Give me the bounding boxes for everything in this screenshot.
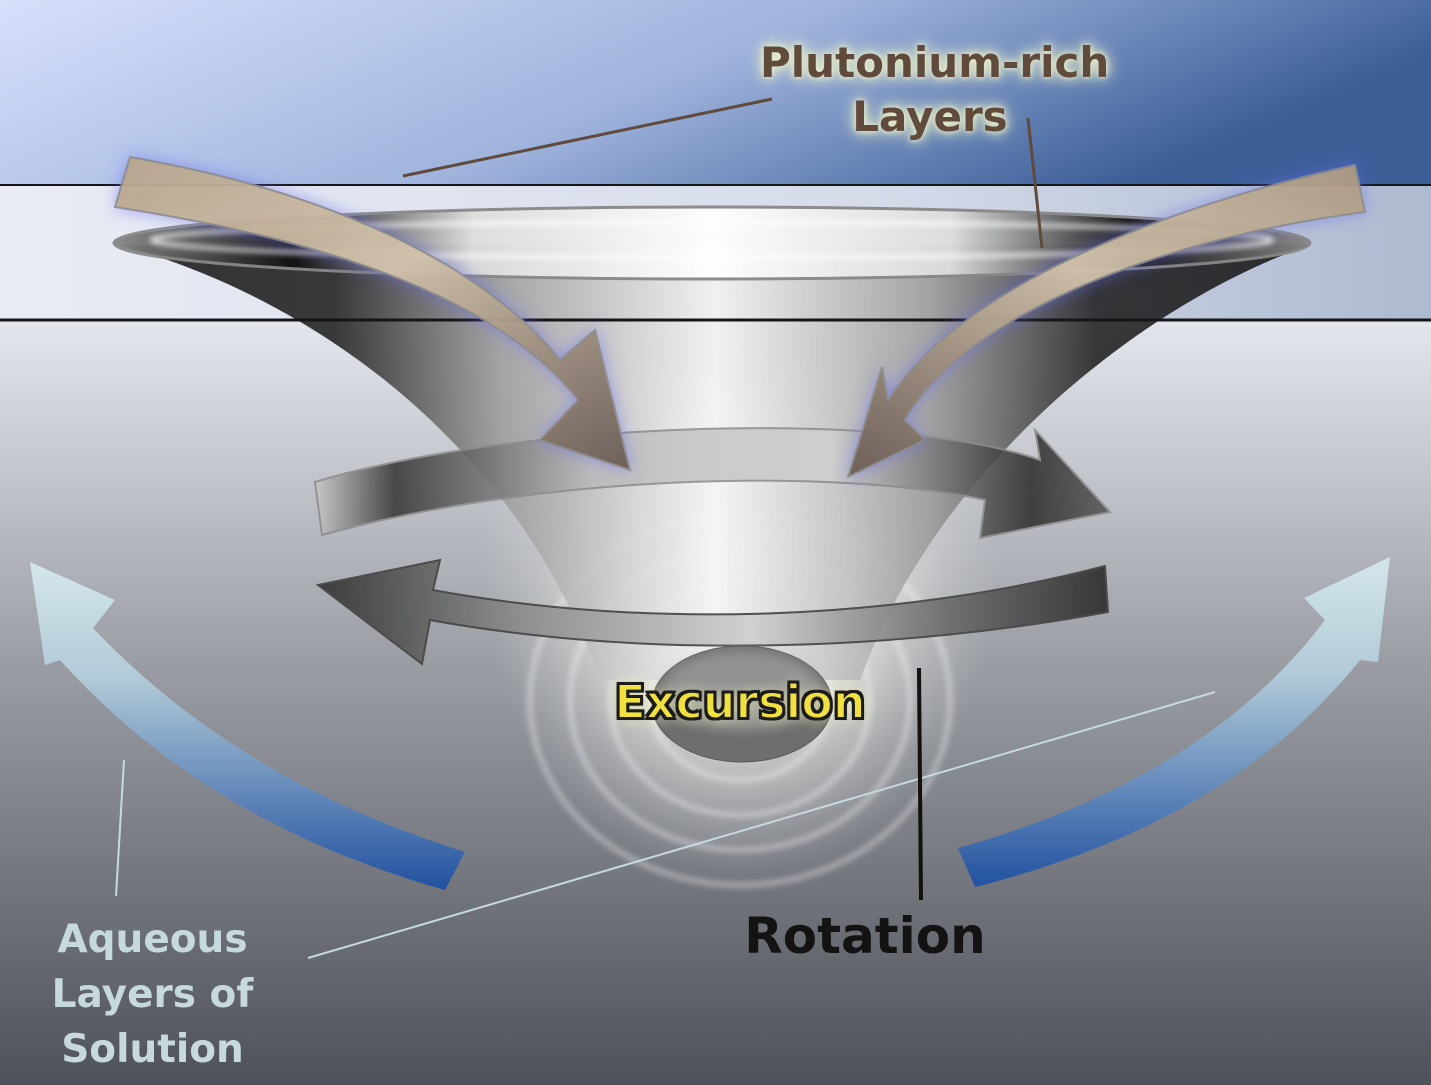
aqueous-label-line1: Aqueous (57, 917, 248, 962)
vortex-rim-highlight (150, 220, 1274, 260)
plutonium-label-line2: Layers (852, 92, 1008, 141)
aqueous-arrow-right (958, 557, 1390, 887)
aqueous-leader-line-right (307, 691, 1216, 959)
plutonium-rich-layers-label: Plutonium-rich Layers (760, 36, 1110, 144)
plutonium-arrow-left (113, 155, 632, 472)
rotation-label: Rotation (744, 907, 986, 965)
plutonium-leader-line-left (402, 97, 773, 178)
rotation-leader-line (917, 667, 923, 901)
aqueous-leader-line-left (115, 759, 125, 897)
plutonium-arrow-right (846, 163, 1367, 479)
aqueous-label-line3: Solution (61, 1027, 244, 1072)
excursion-label: Excursion (613, 674, 866, 730)
rotation-arrow-counterclockwise (315, 558, 1110, 666)
aqueous-layers-label: Aqueous Layers of Solution (30, 912, 275, 1077)
sky-background (0, 0, 1431, 186)
aqueous-arrow-left (30, 562, 465, 890)
plutonium-leader-line-right (1026, 117, 1044, 249)
plutonium-label-line1: Plutonium-rich (760, 38, 1110, 87)
excursion-core-highlight (662, 650, 822, 730)
aqueous-label-line2: Layers of (51, 972, 254, 1017)
